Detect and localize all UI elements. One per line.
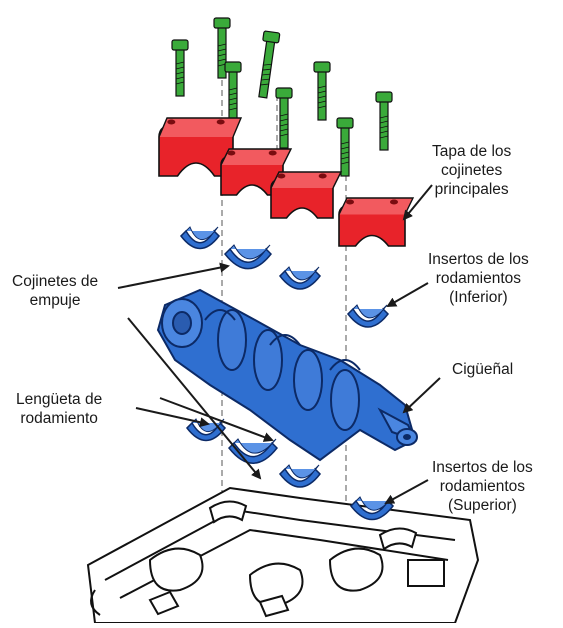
bolt: [376, 92, 392, 150]
bolt: [225, 62, 241, 122]
upper-bearing-insert: [280, 465, 320, 487]
bolt: [172, 40, 188, 96]
bolt: [276, 88, 292, 148]
arrow-crankshaft: [404, 378, 440, 412]
arrow-lower-inserts: [388, 283, 428, 306]
upper-bearing-insert: [229, 439, 277, 463]
bolt: [314, 62, 330, 120]
arrow-bearing-tab-1: [136, 408, 208, 424]
arrow-thrust-upper: [118, 266, 228, 288]
lower-bearing-insert: [348, 305, 388, 327]
lower-bearing-insert: [280, 267, 320, 289]
label-bearing-tab: Lengüeta de rodamiento: [16, 390, 102, 428]
engine-block: [88, 488, 478, 623]
lower-bearing-insert: [181, 227, 219, 248]
label-crankshaft: Cigüeñal: [452, 360, 513, 379]
label-upper-inserts: Insertos de los rodamientos (Superior): [432, 458, 533, 515]
bolt: [337, 118, 353, 176]
arrow-upper-inserts: [386, 480, 428, 503]
label-thrust-bearings: Cojinetes de empuje: [12, 272, 98, 310]
label-lower-inserts: Insertos de los rodamientos (Inferior): [428, 250, 529, 307]
label-main-bearing-caps: Tapa de los cojinetes principales: [432, 142, 511, 199]
main-bearing-cap: [271, 172, 341, 218]
lower-bearing-insert: [225, 245, 271, 269]
main-bearing-cap: [339, 198, 413, 246]
